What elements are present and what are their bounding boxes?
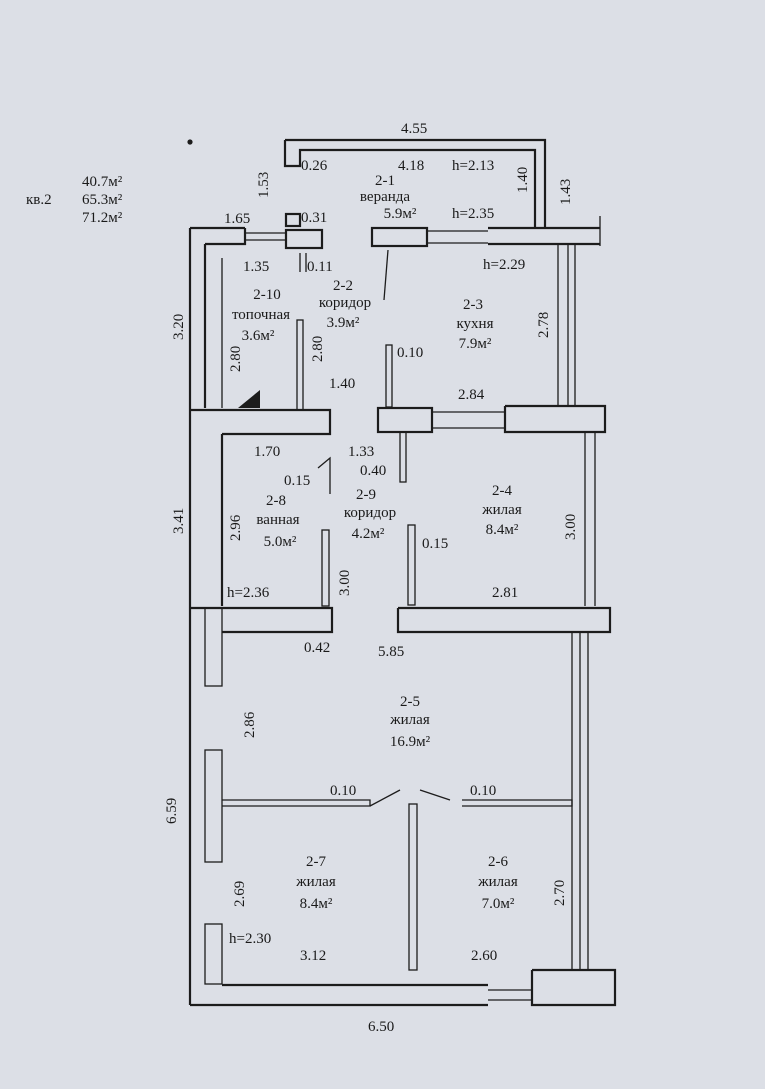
area-with-veranda: 71.2м²	[82, 210, 123, 226]
height-kitchen: h=2.29	[483, 257, 525, 273]
dim-kitchen-278: 2.78	[536, 312, 552, 338]
dim-bath-296: 2.96	[228, 514, 244, 541]
dim-room-300: 3.00	[563, 514, 579, 540]
room-2-5: 2-5 жилая 16.9м²	[389, 694, 430, 750]
height-bath: h=2.36	[227, 585, 270, 601]
height-veranda-top: h=2.13	[452, 158, 494, 174]
room-area: 8.4м²	[300, 896, 333, 912]
room-2-8: 2-8 ванная 5.0м²	[256, 493, 299, 550]
dim-corridor-300: 3.00	[337, 570, 353, 596]
room-2-10: 2-10 топочная 3.6м²	[232, 287, 290, 344]
dim-kitchen-284: 2.84	[458, 387, 485, 403]
room-id: 2-7	[306, 854, 326, 870]
dim-bath-170: 1.70	[254, 444, 280, 460]
dim-corridor-040: 0.40	[360, 463, 386, 479]
room-area: 5.9м²	[384, 206, 417, 222]
room-area: 3.9м²	[327, 315, 360, 331]
dim-total-width: 6.50	[368, 1019, 394, 1035]
room-id: 2-10	[253, 287, 281, 303]
room-id: 2-2	[333, 278, 353, 294]
room-2-1: 2-1 веранда 5.9м²	[360, 173, 417, 222]
room-name: жилая	[389, 712, 430, 728]
dim-corridor-133: 1.33	[348, 444, 374, 460]
room-2-4: 2-4 жилая 8.4м²	[481, 483, 522, 538]
area-living: 40.7м²	[82, 174, 123, 190]
room-area: 3.6м²	[242, 328, 275, 344]
height-room-2-7: h=2.30	[229, 931, 271, 947]
room-name: кухня	[456, 316, 493, 332]
room-name: ванная	[256, 512, 299, 528]
dim-veranda-wall: 0.26	[301, 158, 328, 174]
room-name: топочная	[232, 307, 290, 323]
dim-stove-gap: 0.31	[301, 210, 327, 226]
room-2-6: 2-6 жилая 7.0м²	[477, 854, 518, 912]
dim-corridor-280: 2.80	[310, 336, 326, 362]
dim-kitchen-wall: 0.10	[397, 345, 423, 361]
dim-room-260: 2.60	[471, 948, 497, 964]
room-name: коридор	[319, 295, 371, 311]
dim-door-042: 0.42	[304, 640, 330, 656]
room-name: веранда	[360, 189, 410, 205]
dim-585: 5.85	[378, 644, 404, 660]
room-area: 5.0м²	[264, 534, 297, 550]
dimensions-horizontal: 4.55 4.18 0.26 1.65 0.31 1.35 0.11 0.10 …	[224, 121, 518, 1035]
room-id: 2-3	[463, 297, 483, 313]
room-area: 16.9м²	[390, 734, 431, 750]
dim-boiler-280: 2.80	[228, 346, 244, 372]
dim-320: 3.20	[171, 314, 187, 340]
room-labels: 2-1 веранда 5.9м² 2-2 коридор 3.9м² 2-3 …	[232, 173, 522, 912]
dimensions-vertical: 1.53 1.40 1.43 3.20 2.80 2.80 2.78 3.41 …	[164, 167, 579, 907]
dim-stove-width: 1.65	[224, 211, 250, 227]
room-area: 7.0м²	[482, 896, 515, 912]
dim-room-269: 2.69	[232, 881, 248, 907]
ceiling-heights: h=2.13 h=2.35 h=2.29 h=2.36 h=2.30	[227, 158, 525, 947]
dim-corridor-015: 0.15	[422, 536, 448, 552]
dim-room-270: 2.70	[552, 880, 568, 906]
dim-veranda-inner: 4.18	[398, 158, 424, 174]
room-id: 2-4	[492, 483, 512, 499]
height-veranda: h=2.35	[452, 206, 494, 222]
room-area: 8.4м²	[486, 522, 519, 538]
room-id: 2-6	[488, 854, 508, 870]
room-id: 2-9	[356, 487, 376, 503]
dim-boiler-width: 1.35	[243, 259, 269, 275]
dim-659: 6.59	[164, 798, 180, 824]
dim-room-281: 2.81	[492, 585, 518, 601]
dim-partition-010-left: 0.10	[330, 783, 356, 799]
dim-veranda-width: 4.55	[401, 121, 427, 137]
area-total: 65.3м²	[82, 192, 123, 208]
room-id: 2-8	[266, 493, 286, 509]
dim-stove-153: 1.53	[256, 172, 272, 198]
room-name: жилая	[477, 874, 518, 890]
dim-room-286: 2.86	[242, 711, 258, 738]
room-2-2: 2-2 коридор 3.9м²	[319, 278, 371, 331]
apartment-number: кв.2	[26, 192, 52, 208]
walls	[187, 138, 617, 1007]
dim-partition-010-right: 0.10	[470, 783, 496, 799]
dim-veranda-143: 1.43	[558, 179, 574, 205]
room-2-9: 2-9 коридор 4.2м²	[344, 487, 396, 542]
room-area: 7.9м²	[459, 336, 492, 352]
dim-corridor-140: 1.40	[329, 376, 355, 392]
dim-341: 3.41	[171, 508, 187, 534]
room-id: 2-5	[400, 694, 420, 710]
room-area: 4.2м²	[352, 526, 385, 542]
dim-veranda-140: 1.40	[515, 167, 531, 193]
room-name: жилая	[295, 874, 336, 890]
room-id: 2-1	[375, 173, 395, 189]
room-2-7: 2-7 жилая 8.4м²	[295, 854, 336, 912]
room-name: коридор	[344, 505, 396, 521]
dim-room-312: 3.12	[300, 948, 326, 964]
apartment-header: кв.2 40.7м² 65.3м² 71.2м²	[26, 174, 123, 226]
room-2-3: 2-3 кухня 7.9м²	[456, 297, 493, 352]
room-name: жилая	[481, 502, 522, 518]
dim-bath-015: 0.15	[284, 473, 310, 489]
dim-boiler-gap: 0.11	[307, 259, 333, 275]
